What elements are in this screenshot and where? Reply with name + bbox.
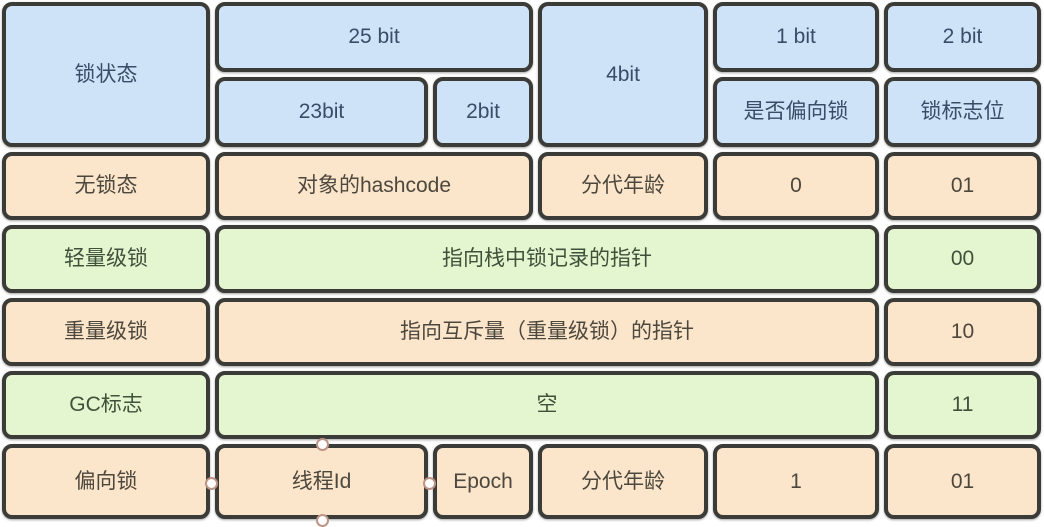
cell-biased-age[interactable]: 分代年龄 [538,444,708,519]
cell-nolock-flag[interactable]: 01 [884,152,1041,220]
cell-gc-flag[interactable]: 11 [884,371,1041,439]
cell-header-25bit[interactable]: 25 bit [215,2,533,72]
cell-heavyweight-flag[interactable]: 10 [884,298,1041,366]
cell-biased-thread-id[interactable]: 线程Id [215,444,428,519]
cell-biased-biased[interactable]: 1 [713,444,879,519]
cell-lightweight-state[interactable]: 轻量级锁 [2,225,210,293]
cell-header-23bit[interactable]: 23bit [215,77,428,147]
cell-nolock-hashcode[interactable]: 对象的hashcode [215,152,533,220]
cell-biased-state[interactable]: 偏向锁 [2,444,210,519]
selection-handle-top[interactable] [316,438,329,451]
cell-biased-flag[interactable]: 01 [884,444,1041,519]
selection-handle-left[interactable] [205,477,218,490]
cell-header-1bit[interactable]: 1 bit [713,2,879,72]
cell-header-4bit[interactable]: 4bit [538,2,708,147]
cell-gc-empty[interactable]: 空 [215,371,879,439]
cell-nolock-age[interactable]: 分代年龄 [538,152,708,220]
cell-lightweight-flag[interactable]: 00 [884,225,1041,293]
selection-handle-bottom[interactable] [316,514,329,527]
cell-nolock-biased[interactable]: 0 [713,152,879,220]
diagram-grid: 锁状态 25 bit 4bit 1 bit 2 bit 23bit 2bit 是… [2,2,1042,519]
cell-heavyweight-state[interactable]: 重量级锁 [2,298,210,366]
cell-biased-epoch[interactable]: Epoch [433,444,533,519]
selection-handle-right[interactable] [423,477,436,490]
cell-nolock-state[interactable]: 无锁态 [2,152,210,220]
cell-header-flag-label[interactable]: 锁标志位 [884,77,1041,147]
cell-header-2bit-flag[interactable]: 2 bit [884,2,1041,72]
cell-header-lock-state[interactable]: 锁状态 [2,2,210,147]
cell-lightweight-pointer[interactable]: 指向栈中锁记录的指针 [215,225,879,293]
cell-header-biased-label[interactable]: 是否偏向锁 [713,77,879,147]
cell-gc-state[interactable]: GC标志 [2,371,210,439]
cell-header-2bit[interactable]: 2bit [433,77,533,147]
cell-heavyweight-pointer[interactable]: 指向互斥量（重量级锁）的指针 [215,298,879,366]
